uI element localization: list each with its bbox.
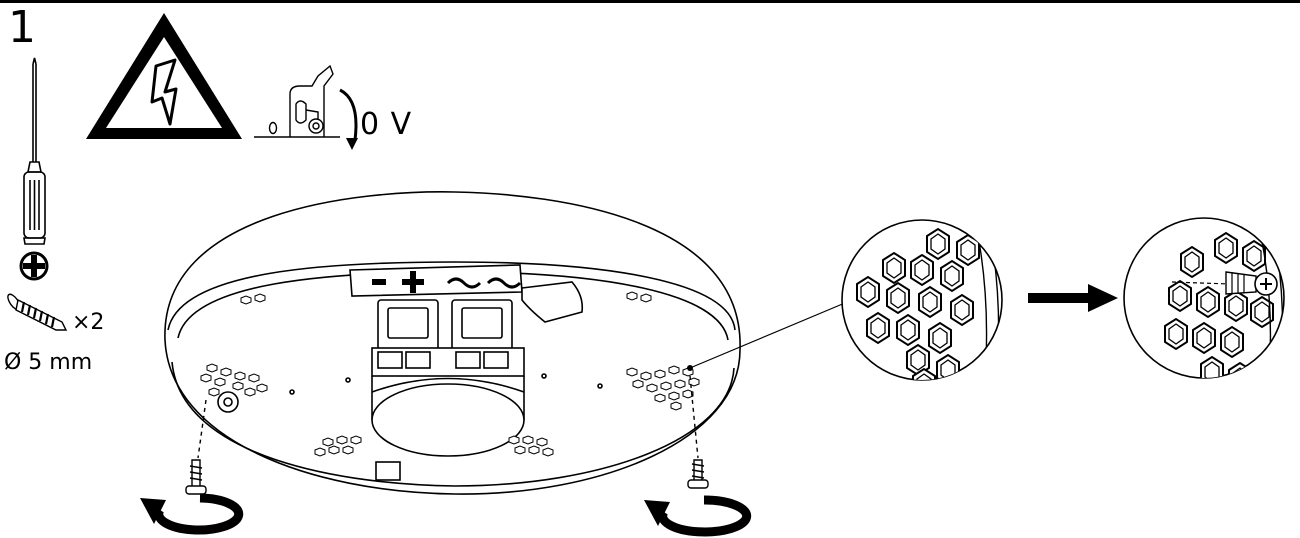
detail-leader-line	[687, 299, 853, 371]
screw-size-label: Ø 5 mm	[4, 350, 93, 375]
transition-arrow-icon	[1028, 284, 1118, 312]
voltage-label: 0 V	[360, 107, 413, 142]
electrical-hazard-icon	[86, 13, 242, 139]
detail-view-after	[1123, 217, 1285, 379]
detail-view-before	[841, 219, 1003, 381]
top-rule	[0, 0, 1300, 3]
screw-icon	[7, 293, 68, 331]
rotate-clockwise-icon	[140, 493, 244, 535]
mounting-base	[164, 191, 741, 495]
phillips-head-icon	[19, 251, 49, 281]
screwdriver-icon	[23, 57, 46, 245]
rotate-clockwise-icon-right	[644, 495, 752, 537]
step-number: 1	[8, 2, 36, 53]
circuit-breaker-icon	[254, 64, 358, 150]
right-screw-icon	[687, 459, 709, 489]
screw-quantity-label: ×2	[72, 310, 105, 335]
screw-guides	[197, 375, 699, 459]
left-screw-icon	[185, 459, 207, 495]
